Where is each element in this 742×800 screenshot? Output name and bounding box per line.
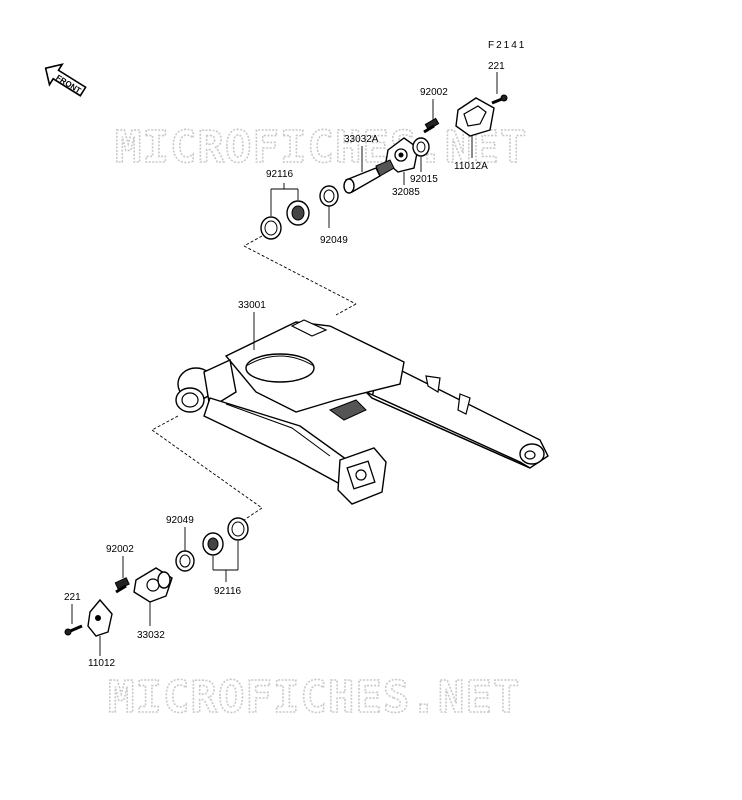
label-33032: 33032 — [137, 630, 165, 641]
label-33032a: 33032A — [344, 134, 379, 145]
shaft-33032-icon — [133, 567, 173, 626]
label-221-top: 221 — [488, 61, 505, 72]
nut-92015-icon — [412, 137, 430, 172]
label-92015: 92015 — [410, 174, 438, 185]
label-92002-top: 92002 — [420, 87, 448, 98]
bearing-92116-bottom-icon — [202, 517, 249, 582]
swingarm-33001-icon — [175, 312, 549, 505]
shaft-33032a-icon — [343, 146, 395, 194]
label-92002-bottom: 92002 — [106, 544, 134, 555]
label-33001: 33001 — [238, 300, 266, 311]
label-11012: 11012 — [88, 658, 116, 669]
label-92049-top: 92049 — [320, 235, 348, 246]
plate-32085-icon — [385, 137, 419, 185]
seal-92049-top-icon — [319, 185, 339, 228]
label-92049-bottom: 92049 — [166, 515, 194, 526]
watermark-top: MICROFICHES.NET — [115, 122, 527, 173]
bolt-221-bottom-icon — [64, 604, 83, 636]
label-92116-top: 92116 — [266, 169, 294, 180]
watermark-bottom: MICROFICHES.NET — [108, 672, 520, 723]
label-92116-bottom: 92116 — [214, 586, 242, 597]
front-arrow-icon: FRONT — [44, 63, 87, 97]
figure-code: F2141 — [488, 40, 526, 51]
bearing-92116-top-icon — [260, 183, 310, 240]
cap-11012a-icon — [455, 97, 495, 158]
bolt-92002-top-icon — [423, 99, 440, 134]
leader-top — [243, 235, 357, 316]
cap-11012-icon — [87, 598, 113, 656]
leader-bottom — [151, 415, 263, 521]
bolt-221-top-icon — [491, 72, 508, 105]
label-221-bottom: 221 — [64, 592, 81, 603]
bolt-92002-bottom-icon — [114, 556, 130, 594]
label-11012a: 11012A — [454, 161, 488, 172]
label-32085: 32085 — [392, 187, 420, 198]
seal-92049-bottom-icon — [175, 527, 195, 572]
